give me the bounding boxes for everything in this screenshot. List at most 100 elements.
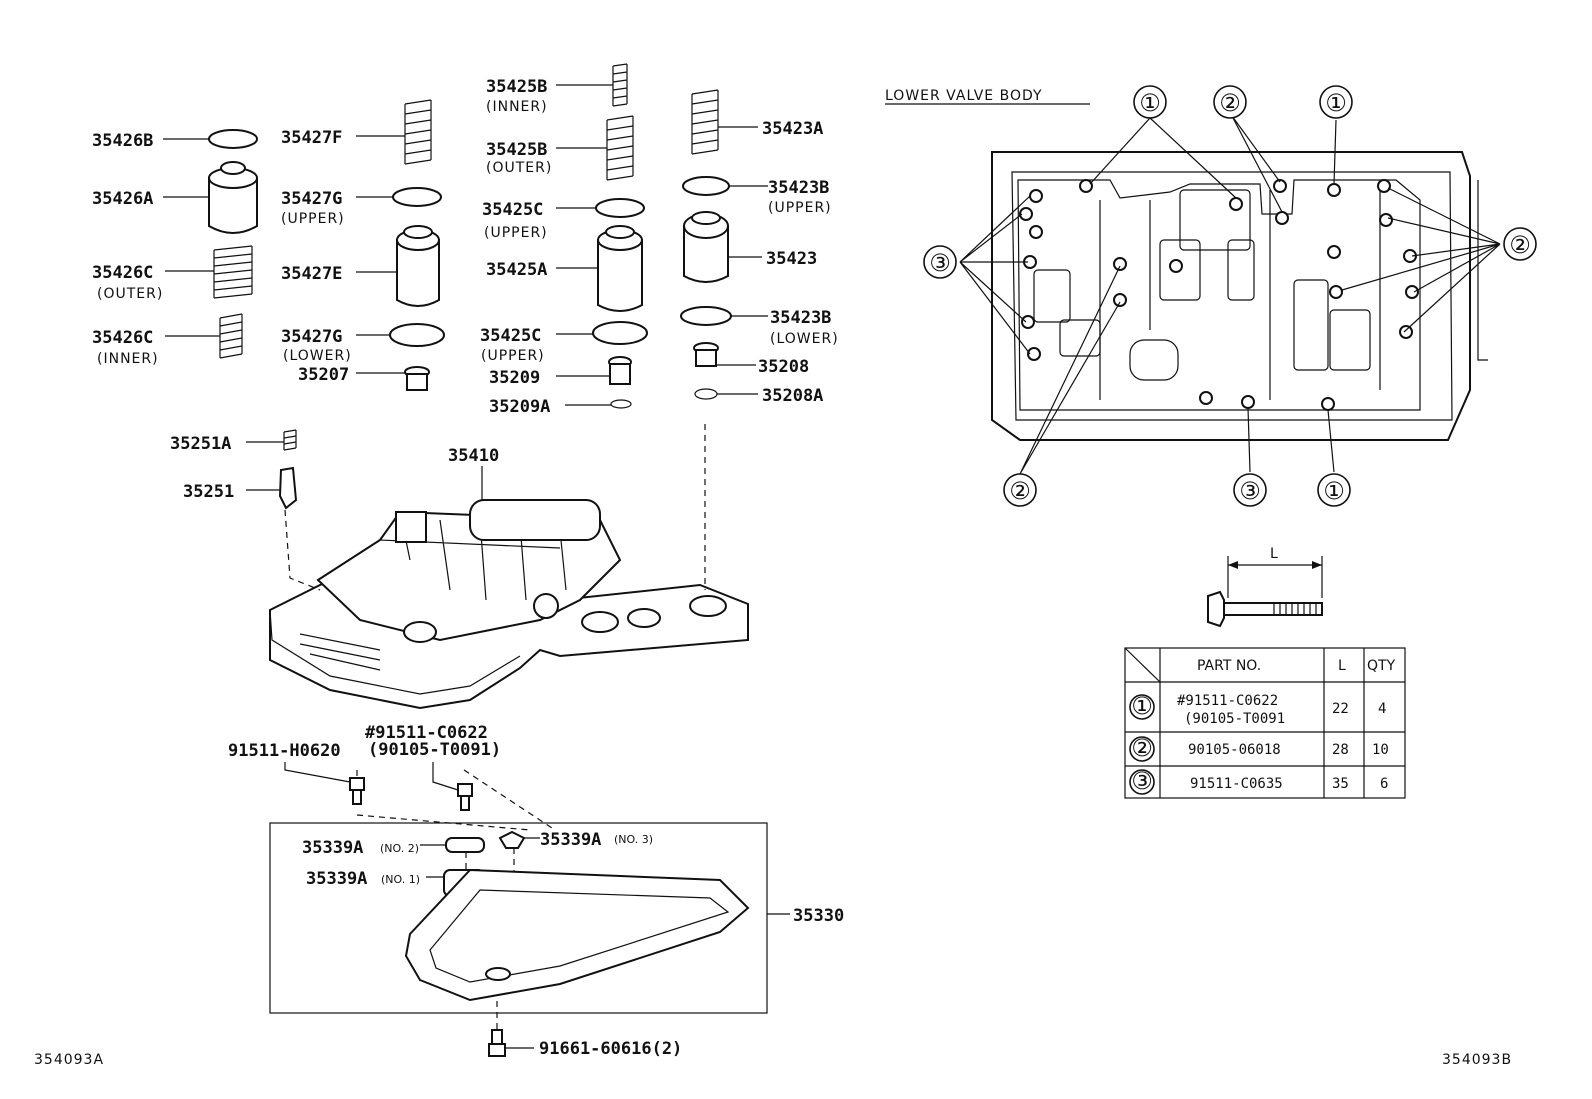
part-35209A-clip <box>610 399 632 409</box>
part-35427E-sleeve <box>396 225 440 307</box>
part-35251-clip <box>278 466 298 510</box>
part-35425C-upper-ring <box>595 198 645 218</box>
callout-35423B-lower-sub: (LOWER) <box>770 331 839 347</box>
svg-text:①: ① <box>1325 89 1347 117</box>
svg-text:①: ① <box>1323 477 1345 505</box>
callout-35423B-lower: 35423B <box>770 308 831 328</box>
svg-text:②: ② <box>1219 89 1241 117</box>
callout-35426C-inner-sub: (INNER) <box>97 351 159 367</box>
callout-35425A: 35425A <box>486 260 547 280</box>
part-35208A-clip <box>694 388 718 400</box>
table-row1-part-no-alt: (90105-T0091 <box>1184 711 1285 727</box>
part-35207-plug <box>404 366 430 391</box>
callout-35423: 35423 <box>766 249 817 269</box>
svg-text:③: ③ <box>929 249 951 277</box>
part-35426B-ring <box>208 129 258 149</box>
table-row2-part-no: 90105-06018 <box>1188 742 1281 758</box>
part-35339A-no3-magnet <box>498 830 526 849</box>
part-35339A-no2-magnet <box>445 837 485 853</box>
part-35427F-spring <box>404 99 432 165</box>
callout-35426C-outer: 35426C <box>92 263 153 283</box>
table-row2-qty: 10 <box>1372 742 1389 758</box>
part-35426A-sleeve <box>208 161 258 234</box>
marker-2-right: ② <box>1503 227 1537 261</box>
table-row3-marker-circle <box>1129 769 1155 795</box>
table-header-qty: QTY <box>1367 658 1396 674</box>
callout-35427G-lower: 35427G <box>281 327 342 347</box>
callout-35209: 35209 <box>489 368 540 388</box>
marker-2-top: ② <box>1213 85 1247 119</box>
callout-35427E: 35427E <box>281 264 342 284</box>
svg-text:②: ② <box>1009 477 1031 505</box>
callout-35423A: 35423A <box>762 119 823 139</box>
figure-id-right: 354093B <box>1442 1052 1512 1068</box>
callout-35251A: 35251A <box>170 434 231 454</box>
part-35423B-lower-ring <box>680 306 732 326</box>
callout-35208A: 35208A <box>762 386 823 406</box>
callout-35427G-upper-sub: (UPPER) <box>281 211 345 227</box>
table-header-part-no: PART NO. <box>1197 658 1261 674</box>
part-35426C-inner-spring <box>219 313 243 359</box>
bolt-91511-H0620 <box>349 777 365 805</box>
part-35251A-spring <box>283 429 297 451</box>
callout-35426C-outer-sub: (OUTER) <box>97 286 163 302</box>
marker-1-top-right: ① <box>1319 85 1353 119</box>
table-row1-l: 22 <box>1332 701 1349 717</box>
callout-35425B-inner: 35425B <box>486 77 547 97</box>
callout-35425C-lower: 35425C <box>480 326 541 346</box>
part-35426C-outer-spring <box>213 245 253 299</box>
part-35427G-upper-ring <box>392 187 442 207</box>
marker-1-bottom: ① <box>1317 473 1351 507</box>
part-35423A-spring <box>691 89 719 155</box>
table-row3-l: 35 <box>1332 776 1349 792</box>
callout-35426B: 35426B <box>92 131 153 151</box>
callout-35410: 35410 <box>448 446 499 466</box>
oil-pan-callout-box <box>269 822 768 1014</box>
table-row1-qty: 4 <box>1378 701 1386 717</box>
callout-35251: 35251 <box>183 482 234 502</box>
table-row3-marker: ③ <box>1131 767 1153 795</box>
callout-91511-H0620: 91511-H0620 <box>228 741 341 761</box>
part-35425A-sleeve <box>597 225 643 312</box>
svg-text:③: ③ <box>1239 477 1261 505</box>
callout-35330: 35330 <box>793 906 844 926</box>
callout-35425B-inner-sub: (INNER) <box>486 99 548 115</box>
callout-35426C-inner: 35426C <box>92 328 153 348</box>
part-35208-plug <box>693 342 719 367</box>
part-35425B-inner-spring <box>612 63 628 107</box>
valve-body-bolt-holes <box>1019 179 1419 411</box>
bolt-91661-60616 <box>488 1029 506 1057</box>
bolt-length-illustration <box>1207 556 1323 628</box>
table-row1-marker-circle <box>1129 694 1155 720</box>
callout-35208: 35208 <box>758 357 809 377</box>
part-35425C-lower-ring <box>592 321 648 345</box>
table-row1-part-no: #91511-C0622 <box>1177 693 1278 709</box>
svg-text:①: ① <box>1139 89 1161 117</box>
table-header-l: L <box>1338 658 1346 674</box>
table-row1-marker: ① <box>1131 692 1153 720</box>
svg-text:②: ② <box>1509 231 1531 259</box>
callout-35339A-no1: 35339A <box>306 869 367 889</box>
part-35410-valve-body <box>269 499 749 710</box>
callout-91511-C0622: #91511-C0622 <box>365 723 488 743</box>
table-row3-qty: 6 <box>1380 776 1388 792</box>
callout-35339A-no3: 35339A <box>540 830 601 850</box>
callout-35339A-no2: 35339A <box>302 838 363 858</box>
callout-35427G-lower-sub: (LOWER) <box>283 348 352 364</box>
callout-35339A-no2-sub: (NO. 2) <box>380 842 419 855</box>
callout-35425C-lower-sub: (UPPER) <box>481 348 545 364</box>
bolt-91511-C0622 <box>457 783 473 811</box>
callout-35423B-upper: 35423B <box>768 178 829 198</box>
callout-35425B-outer: 35425B <box>486 140 547 160</box>
callout-35339A-no1-sub: (NO. 1) <box>381 873 420 886</box>
callout-91511-C0622-sub: (90105-T0091) <box>368 740 501 760</box>
callout-35427G-upper: 35427G <box>281 189 342 209</box>
marker-3-left: ③ <box>923 245 957 279</box>
callout-35209A: 35209A <box>489 397 550 417</box>
table-row2-l: 28 <box>1332 742 1349 758</box>
lower-valve-body-title: LOWER VALVE BODY <box>885 88 1043 104</box>
bolt-table <box>1124 647 1406 799</box>
callout-35426A: 35426A <box>92 189 153 209</box>
callout-35425C-upper: 35425C <box>482 200 543 220</box>
